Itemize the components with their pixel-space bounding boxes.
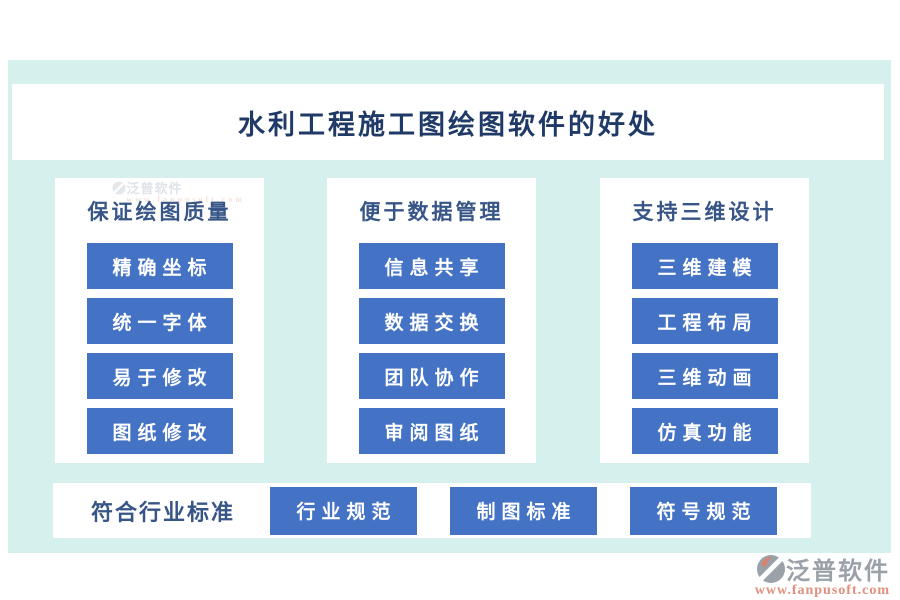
feature-button-team-collaboration[interactable]: 团队协作 <box>358 353 505 399</box>
industry-standards-bar: 符合行业标准 行业规范 制图标准 符号规范 <box>53 483 811 538</box>
feature-button-unified-fonts[interactable]: 统一字体 <box>86 298 233 344</box>
industry-standards-label: 符合行业标准 <box>90 499 235 525</box>
feature-button-drawing-review[interactable]: 审阅图纸 <box>358 408 505 454</box>
card-3d-design: 支持三维设计 三维建模 工程布局 三维动画 仿真功能 <box>600 178 809 463</box>
card-header-label: 便于数据管理 <box>359 199 504 224</box>
feature-button-3d-animation[interactable]: 三维动画 <box>631 353 778 399</box>
card-header-3d-design: 支持三维设计 <box>600 178 809 243</box>
watermark-text: 泛普软件 <box>126 181 183 196</box>
title-bar: 水利工程施工图绘图软件的好处 <box>12 84 884 160</box>
feature-button-simulation[interactable]: 仿真功能 <box>631 408 778 454</box>
standard-button-drafting-standards[interactable]: 制图标准 <box>450 486 597 535</box>
card-data-management: 便于数据管理 信息共享 数据交换 团队协作 审阅图纸 <box>327 178 536 463</box>
card-header-drawing-quality: 保证绘图质量 泛普软件 www.fanpusoft.com <box>55 178 264 243</box>
brand-name: 泛普软件 <box>786 559 890 585</box>
card-header-data-management: 便于数据管理 <box>327 178 536 243</box>
page-title: 水利工程施工图绘图软件的好处 <box>238 109 658 140</box>
feature-button-3d-modeling[interactable]: 三维建模 <box>631 243 778 289</box>
card-drawing-quality: 保证绘图质量 泛普软件 www.fanpusoft.com 精确坐标 统一字体 … <box>55 178 264 463</box>
feature-button-project-layout[interactable]: 工程布局 <box>631 298 778 344</box>
feature-button-accurate-coordinates[interactable]: 精确坐标 <box>86 243 233 289</box>
card-header-label: 保证绘图质量 <box>87 199 232 224</box>
feature-button-drawing-revision[interactable]: 图纸修改 <box>86 408 233 454</box>
fanpu-logo-icon <box>756 553 786 584</box>
standard-button-industry-norms[interactable]: 行业规范 <box>270 486 417 535</box>
feature-button-info-sharing[interactable]: 信息共享 <box>358 243 505 289</box>
feature-button-data-exchange[interactable]: 数据交换 <box>358 298 505 344</box>
fanpu-logo-icon <box>112 180 127 195</box>
card-header-label: 支持三维设计 <box>632 199 777 224</box>
feature-button-easy-editing[interactable]: 易于修改 <box>86 353 233 399</box>
standard-button-symbol-conventions[interactable]: 符号规范 <box>630 486 777 535</box>
fanpu-branding: 泛普软件 www.fanpusoft.com <box>755 551 890 599</box>
brand-url: www.fanpusoft.com <box>754 583 890 598</box>
